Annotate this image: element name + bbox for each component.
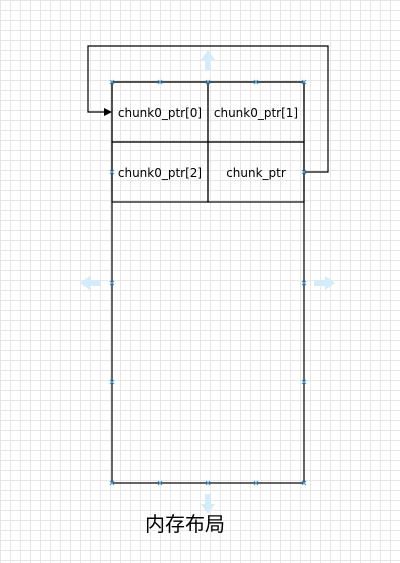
handle-icon[interactable] [253,480,259,486]
handle-icon[interactable] [205,480,211,486]
handle-icon[interactable] [109,379,115,385]
handle-icon[interactable] [109,280,115,286]
handle-icon[interactable] [301,280,307,286]
hover-arrows [80,50,335,514]
handle-icon[interactable] [109,480,115,486]
handle-icon[interactable] [253,79,259,85]
hover-arrow-right-icon[interactable] [314,276,335,290]
handle-icon[interactable] [109,79,115,85]
cell-label-chunk0-ptr-1: chunk0_ptr[1] [214,106,298,120]
handle-icon[interactable] [109,169,115,175]
handle-icon[interactable] [205,79,211,85]
handle-icon[interactable] [157,480,163,486]
selection-handles [109,79,307,486]
hover-arrow-down-icon[interactable] [201,494,215,514]
diagram-caption: 内存布局 [145,512,225,536]
handle-icon[interactable] [301,79,307,85]
handle-icon[interactable] [301,480,307,486]
handle-icon[interactable] [157,79,163,85]
pointer-connector-arrow[interactable] [87,45,329,173]
hover-arrow-left-icon[interactable] [80,276,101,290]
cell-label-chunk-ptr: chunk_ptr [226,166,286,180]
cell-label-chunk0-ptr-0: chunk0_ptr[0] [118,106,202,120]
handle-icon[interactable] [301,379,307,385]
handle-icon[interactable] [301,169,307,175]
hover-arrow-up-icon[interactable] [201,50,215,70]
cell-label-chunk0-ptr-2: chunk0_ptr[2] [118,166,202,180]
